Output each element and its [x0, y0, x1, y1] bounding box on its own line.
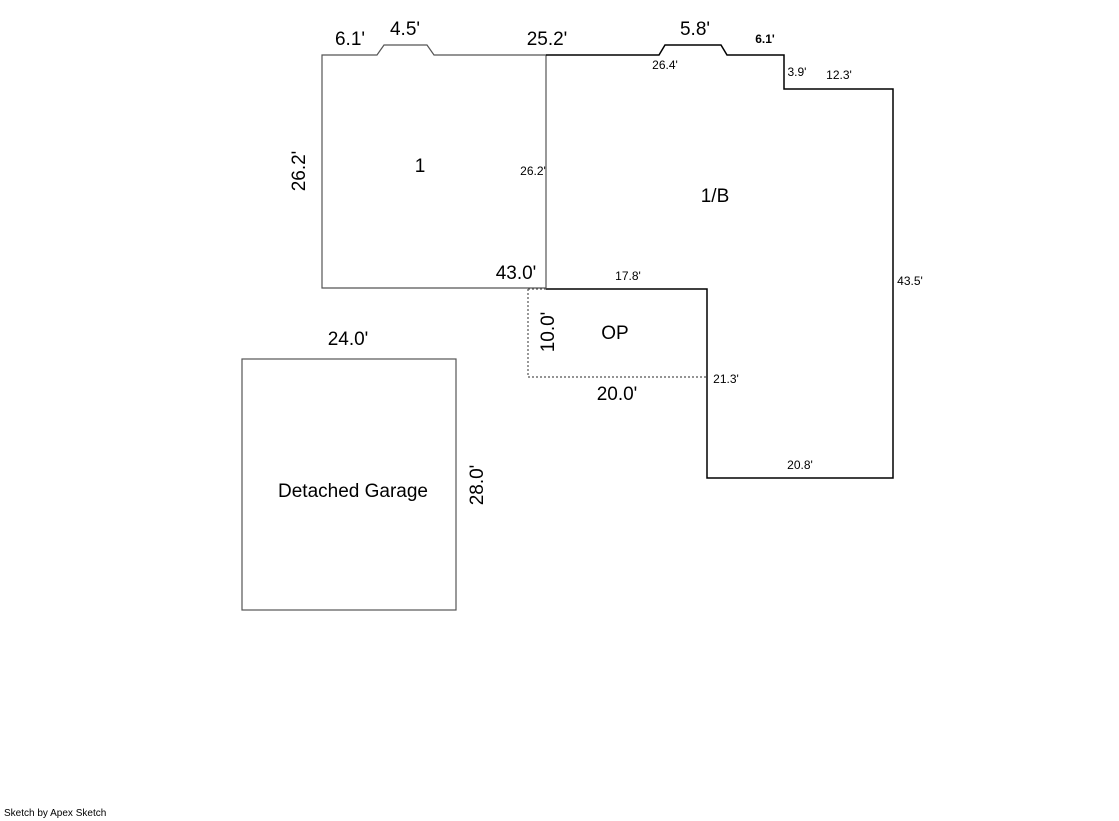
dim-inner-26-4: 26.4' [652, 58, 678, 72]
room-label-garage: Detached Garage [278, 481, 428, 502]
dim-garage-top-24-0: 24.0' [328, 329, 369, 350]
section-1-outline [321, 44, 546, 289]
room-label-1: 1 [415, 156, 426, 177]
dim-bottom-20-8: 20.8' [787, 458, 813, 472]
dim-left-26-2: 26.2' [289, 151, 310, 192]
dim-right-43-5: 43.5' [897, 274, 923, 288]
room-label-1b: 1/B [701, 186, 730, 207]
dim-step-12-3: 12.3' [826, 68, 852, 82]
dim-top-bump-4-5: 4.5' [390, 19, 420, 40]
dim-garage-side-28-0: 28.0' [467, 465, 488, 506]
garage-outline [241, 358, 457, 611]
dim-bottom-43-0: 43.0' [496, 263, 537, 284]
section-1b-outline [546, 44, 894, 479]
dim-porch-bottom-20-0: 20.0' [597, 384, 638, 405]
dim-porch-right-21-3: 21.3' [713, 372, 739, 386]
dim-top-right-6-1: 6.1' [755, 32, 775, 46]
dim-step-3-9: 3.9' [788, 65, 807, 79]
dim-top-25-2: 25.2' [527, 29, 568, 50]
dim-porch-left-10-0: 10.0' [538, 312, 559, 353]
sketch-credit: Sketch by Apex Sketch [4, 808, 107, 819]
dim-top-bump-5-8: 5.8' [680, 19, 710, 40]
dim-inner-26-2: 26.2' [520, 164, 546, 178]
dim-top-left-6-1: 6.1' [335, 29, 365, 50]
dim-porch-top-17-8: 17.8' [615, 269, 641, 283]
room-label-op: OP [601, 323, 628, 344]
